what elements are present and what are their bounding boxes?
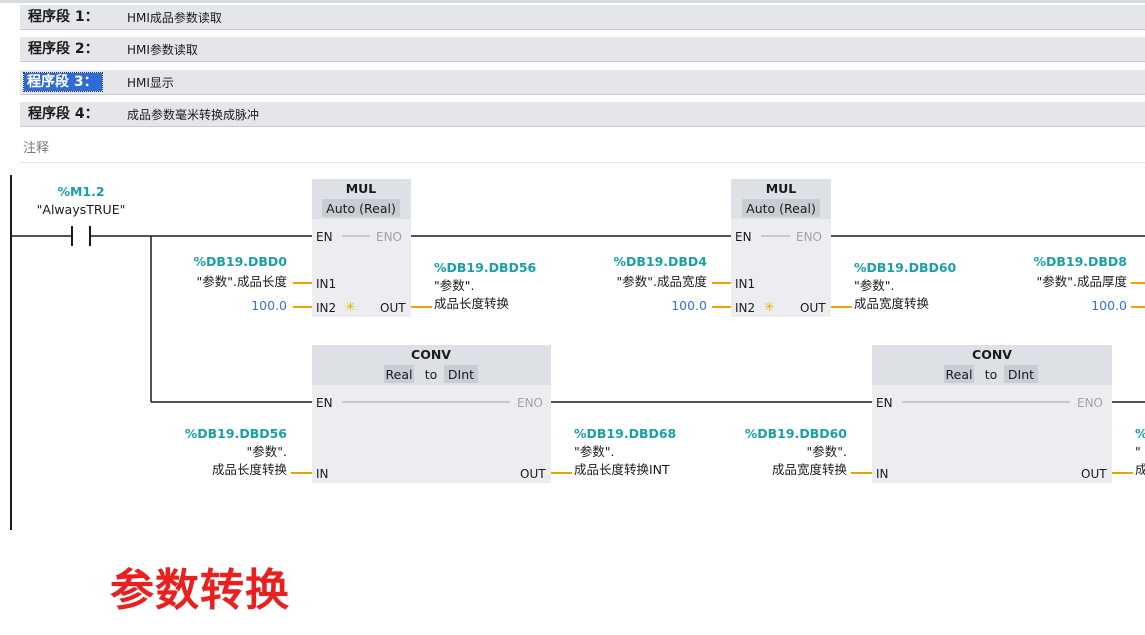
- out-symbol-line2-clipped[interactable]: 成: [1135, 462, 1145, 477]
- pin-out: OUT: [380, 301, 406, 315]
- network-title[interactable]: HMI显示: [127, 76, 174, 90]
- out-address[interactable]: %DB19.DBD68: [574, 426, 676, 441]
- out-symbol-line1[interactable]: "参数".: [434, 278, 474, 293]
- out-symbol-line2[interactable]: 成品宽度转换: [854, 296, 930, 311]
- contact-symbol[interactable]: "AlwaysTRUE": [37, 202, 126, 217]
- network-comment-row[interactable]: 注释: [20, 133, 1145, 163]
- block-title: MUL: [346, 181, 377, 196]
- pin-en: EN: [876, 396, 893, 410]
- in1-symbol[interactable]: "参数".成品宽度: [617, 274, 708, 289]
- pin-out: OUT: [520, 467, 546, 481]
- pin-eno: ENO: [1077, 396, 1103, 410]
- conv-block-1[interactable]: [312, 345, 551, 483]
- pin-out: OUT: [800, 301, 826, 315]
- pin-in: IN: [876, 467, 889, 481]
- target-type[interactable]: DInt: [1008, 367, 1034, 382]
- network-title[interactable]: 成品参数毫米转换成脉冲: [127, 108, 260, 122]
- pin-eno: ENO: [796, 230, 822, 244]
- in2-constant[interactable]: 100.0: [1091, 298, 1127, 313]
- in1-address[interactable]: %DB19.DBD4: [613, 254, 707, 269]
- type-selector[interactable]: [742, 199, 820, 217]
- target-type-selector[interactable]: [444, 365, 478, 383]
- contact-address[interactable]: %M1.2: [57, 184, 104, 199]
- type-selector[interactable]: [322, 199, 400, 217]
- in-symbol-line2[interactable]: 成品宽度转换: [772, 462, 848, 477]
- add-input-star-icon[interactable]: ✳: [345, 300, 356, 315]
- in2-constant[interactable]: 100.0: [251, 298, 287, 313]
- network-header-4[interactable]: 程序段 4： 成品参数毫米转换成脉冲: [20, 102, 1145, 127]
- network-label-selected[interactable]: 程序段 3：: [23, 72, 103, 92]
- network-header-1[interactable]: 程序段 1： HMI成品参数读取: [20, 5, 1145, 30]
- in-symbol-line2[interactable]: 成品长度转换: [212, 462, 288, 477]
- out-symbol-line1[interactable]: "参数".: [854, 278, 894, 293]
- out-symbol-line1[interactable]: "参数".: [574, 444, 614, 459]
- type-separator: to: [985, 367, 998, 382]
- out-symbol-line2[interactable]: 成品长度转换: [434, 296, 510, 311]
- editor-top-border: [0, 0, 1145, 3]
- out-address[interactable]: %DB19.DBD60: [854, 260, 957, 275]
- network-comment[interactable]: 注释: [23, 141, 50, 156]
- type-separator: to: [425, 367, 438, 382]
- pin-in: IN: [316, 467, 329, 481]
- block-title: CONV: [411, 347, 451, 362]
- source-type[interactable]: Real: [946, 367, 973, 382]
- network-header-3[interactable]: 程序段 3： HMI显示: [20, 70, 1145, 95]
- pin-en: EN: [316, 396, 333, 410]
- pin-in1: IN1: [316, 277, 336, 291]
- network-label: 程序段 2：: [28, 41, 99, 57]
- in-symbol-line1[interactable]: "参数".: [807, 444, 847, 459]
- normally-open-contact[interactable]: [71, 226, 91, 246]
- pin-eno: ENO: [376, 230, 402, 244]
- source-type[interactable]: Real: [386, 367, 413, 382]
- network-title[interactable]: HMI参数读取: [127, 43, 198, 57]
- source-type-selector[interactable]: [944, 365, 974, 383]
- target-type-selector[interactable]: [1004, 365, 1038, 383]
- source-type-selector[interactable]: [384, 365, 414, 383]
- add-input-star-icon[interactable]: ✳: [764, 300, 775, 315]
- in-address[interactable]: %DB19.DBD60: [745, 426, 848, 441]
- in-address[interactable]: %DB19.DBD56: [185, 426, 288, 441]
- in1-symbol[interactable]: "参数".成品厚度: [1037, 274, 1128, 289]
- out-symbol-line1-clipped[interactable]: ": [1135, 444, 1141, 459]
- in-symbol-line1[interactable]: "参数".: [247, 444, 287, 459]
- overlay-caption: 参数转换: [110, 565, 290, 616]
- pin-in1: IN1: [735, 277, 755, 291]
- pin-eno: ENO: [517, 396, 543, 410]
- network-label: 程序段 1：: [28, 9, 99, 25]
- in1-address[interactable]: %DB19.DBD0: [193, 254, 287, 269]
- pin-en: EN: [316, 230, 333, 244]
- out-address[interactable]: %DB19.DBD56: [434, 260, 537, 275]
- pin-en: EN: [735, 230, 752, 244]
- network-header-2[interactable]: 程序段 2： HMI参数读取: [20, 37, 1145, 62]
- in2-constant[interactable]: 100.0: [671, 298, 707, 313]
- conv-block-2[interactable]: [872, 345, 1112, 483]
- network-title[interactable]: HMI成品参数读取: [127, 11, 222, 25]
- target-type[interactable]: DInt: [448, 367, 474, 382]
- pin-in2: IN2: [735, 301, 755, 315]
- in1-symbol[interactable]: "参数".成品长度: [197, 274, 288, 289]
- block-title: CONV: [972, 347, 1012, 362]
- block-title: MUL: [766, 181, 797, 196]
- out-address-clipped[interactable]: %: [1135, 426, 1145, 441]
- pin-out: OUT: [1081, 467, 1107, 481]
- pin-in2: IN2: [316, 301, 336, 315]
- network-label: 程序段 4：: [28, 106, 99, 122]
- in1-address[interactable]: %DB19.DBD8: [1033, 254, 1127, 269]
- block-type[interactable]: Auto (Real): [326, 201, 396, 216]
- block-type[interactable]: Auto (Real): [746, 201, 816, 216]
- out-symbol-line2[interactable]: 成品长度转换INT: [574, 462, 670, 477]
